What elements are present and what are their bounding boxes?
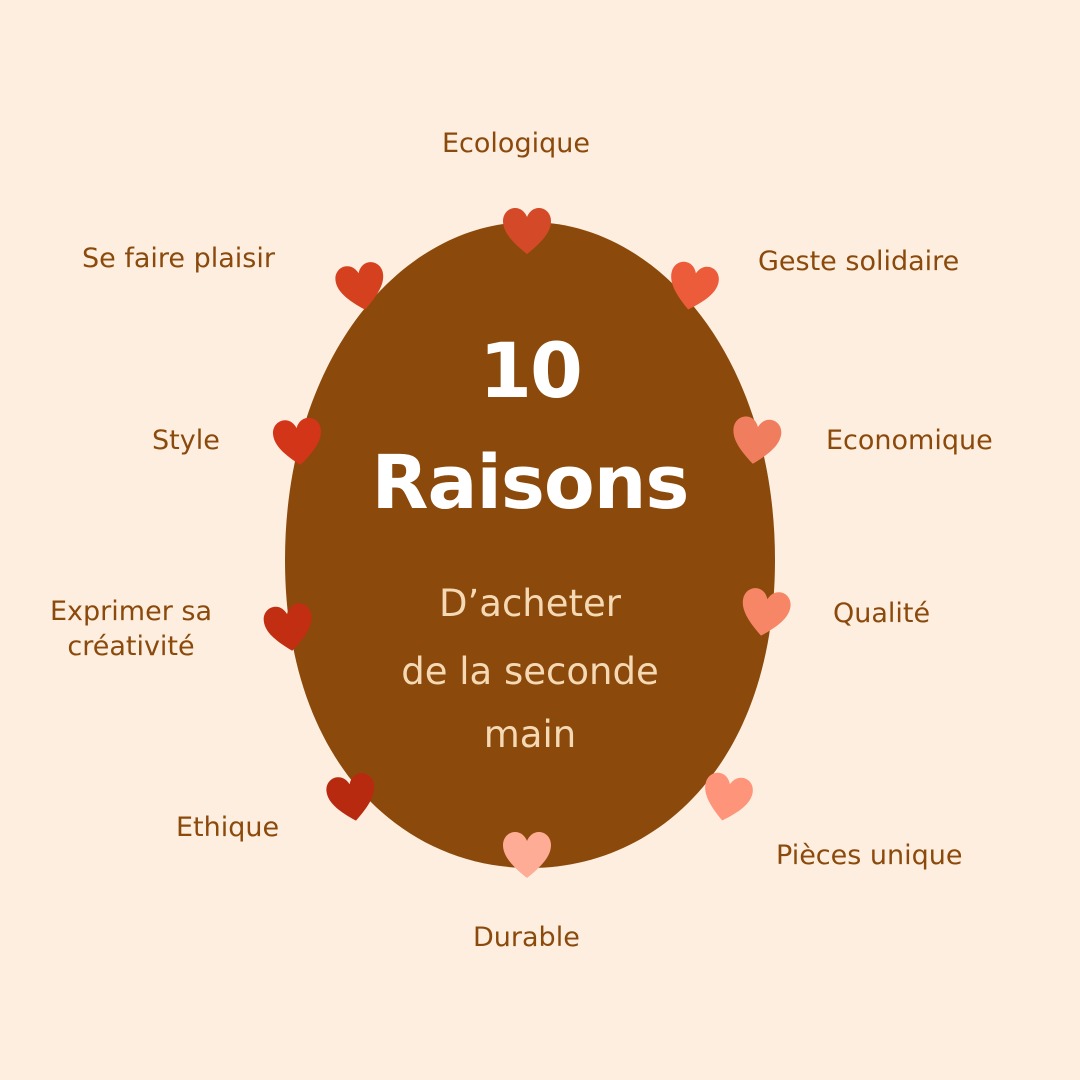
- center-title: Raisons: [371, 440, 690, 526]
- reason-label-geste-solidaire: Geste solidaire: [758, 246, 960, 277]
- reason-label-exprimer-line2: créativité: [67, 631, 195, 663]
- heart-icon: [671, 261, 719, 310]
- center-subtitle-line1: D’acheter: [439, 582, 621, 625]
- heart-icon: [273, 417, 321, 465]
- heart-icon: [335, 262, 384, 310]
- center-subtitle-line3: main: [483, 713, 577, 756]
- center-blob-shape: [285, 222, 775, 868]
- reason-label-qualite: Qualité: [833, 598, 931, 629]
- reason-label-style: Style: [152, 425, 220, 456]
- heart-icon: [503, 208, 551, 254]
- reason-label-ecologique: Ecologique: [442, 128, 590, 159]
- reason-label-durable: Durable: [473, 922, 580, 953]
- heart-icon: [503, 832, 551, 878]
- heart-icon: [705, 772, 753, 821]
- heart-icon: [742, 588, 791, 636]
- reason-label-exprimer-line1: Exprimer sa: [50, 596, 212, 627]
- reason-label-se-faire-plaisir: Se faire plaisir: [82, 243, 275, 274]
- heart-icon: [263, 603, 312, 651]
- center-subtitle-line2: de la seconde: [401, 650, 659, 693]
- reason-label-pieces-unique: Pièces unique: [776, 840, 963, 871]
- heart-icon: [326, 773, 375, 821]
- reason-label-ethique: Ethique: [176, 812, 280, 843]
- reason-label-economique: Economique: [826, 425, 993, 456]
- reason-label-exprimer: Exprimer sa créativité: [47, 594, 215, 664]
- center-number: 10: [479, 326, 583, 415]
- heart-icon: [733, 416, 782, 464]
